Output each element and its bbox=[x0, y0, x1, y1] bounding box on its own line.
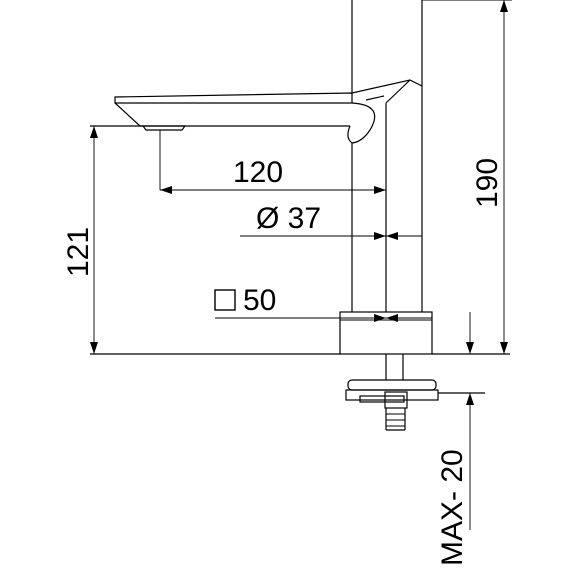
faucet-body bbox=[351, 0, 423, 312]
dimension-total-height: 190 bbox=[422, 0, 512, 354]
dimension-spout-height-label: 121 bbox=[62, 227, 95, 277]
dimension-body-diameter: Ø 37 bbox=[240, 202, 422, 240]
dimension-base-square-label: 50 bbox=[243, 284, 276, 317]
dimension-total-height-label: 190 bbox=[471, 158, 504, 208]
dimension-body-diameter-label: Ø 37 bbox=[256, 202, 321, 235]
square-symbol-icon bbox=[214, 289, 236, 311]
dimension-base-square: 50 bbox=[214, 284, 432, 322]
dimension-spout-height: 121 bbox=[62, 126, 98, 354]
dimension-deck-thickness-label: MAX- 20 bbox=[436, 449, 469, 566]
dimension-deck-thickness: MAX- 20 bbox=[436, 312, 474, 566]
dimension-reach-label: 120 bbox=[233, 156, 283, 189]
mounting-hardware bbox=[345, 354, 485, 431]
dimension-reach: 120 bbox=[160, 156, 387, 300]
deck-surface bbox=[90, 125, 510, 355]
